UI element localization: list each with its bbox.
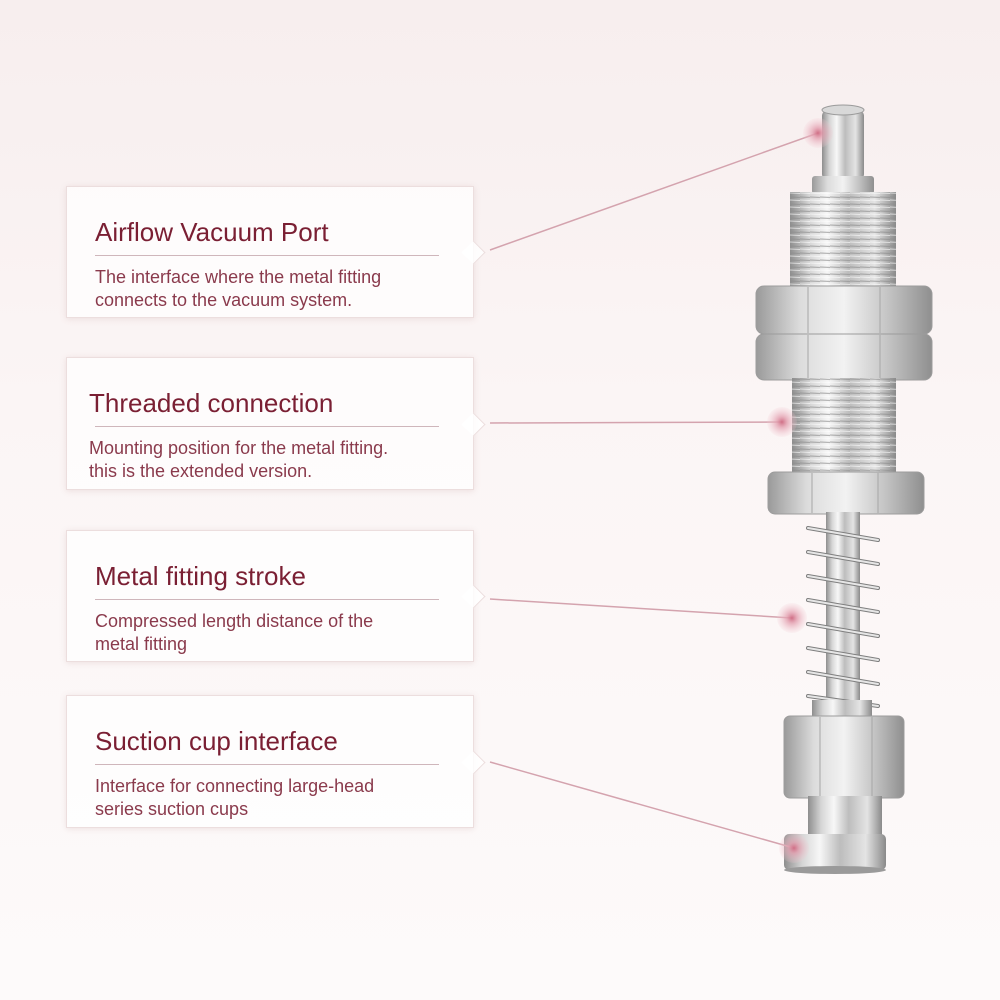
callout-title: Suction cup interface [95, 726, 338, 756]
callout-description-line: connects to the vacuum system. [95, 290, 353, 310]
marker-dot-stroke [777, 603, 807, 633]
compression-spring [806, 526, 880, 708]
marker-dot-suction-cup [779, 833, 809, 863]
callout-metal-fitting-stroke: Metal fitting stroke Compressed length d… [66, 530, 486, 662]
callout-description-line: Mounting position for the metal fitting. [89, 438, 389, 458]
callout-divider [95, 764, 439, 765]
lower-thread [792, 378, 896, 474]
piston-shaft [826, 512, 860, 726]
upper-thread [790, 192, 896, 292]
callout-suction-cup-interface: Suction cup interface Interface for conn… [66, 695, 486, 828]
callout-airflow-vacuum-port: Airflow Vacuum Port The interface where … [66, 186, 486, 318]
leader-line-suction-cup [489, 761, 795, 849]
hex-nut-middle [755, 333, 933, 381]
callout-threaded-connection: Threaded connection Mounting position fo… [66, 357, 486, 490]
leader-line-vacuum-port [489, 132, 819, 251]
hex-nut-upper [755, 285, 933, 335]
callout-description: Interface for connecting large-head seri… [95, 775, 445, 821]
callout-description-line: Interface for connecting large-head [95, 776, 375, 796]
vacuum-port-barb [812, 104, 874, 194]
callout-divider [95, 599, 439, 600]
callout-description-line: metal fitting [95, 634, 188, 654]
marker-dot-vacuum-port [803, 118, 833, 148]
callout-divider [95, 255, 439, 256]
leader-line-stroke [489, 598, 793, 619]
markers [767, 118, 833, 863]
callout-description: The interface where the metal fitting co… [95, 266, 445, 312]
callout-description-line: The interface where the metal fitting [95, 267, 382, 287]
callout-description-line: Compressed length distance of the [95, 611, 374, 631]
leader-lines [489, 132, 819, 849]
callout-title: Metal fitting stroke [95, 561, 306, 591]
callout-divider [95, 426, 439, 427]
callout-title: Airflow Vacuum Port [95, 217, 329, 247]
suction-cup-fitting [783, 700, 905, 874]
callout-description: Mounting position for the metal fitting.… [89, 437, 445, 483]
marker-dot-threaded [767, 407, 797, 437]
hex-nut-lower [767, 471, 925, 515]
callout-title: Threaded connection [89, 388, 334, 418]
callout-description: Compressed length distance of the metal … [95, 610, 445, 656]
callout-description-line: this is the extended version. [89, 461, 313, 481]
leader-line-threaded [489, 421, 783, 424]
callout-description-line: series suction cups [95, 799, 249, 819]
